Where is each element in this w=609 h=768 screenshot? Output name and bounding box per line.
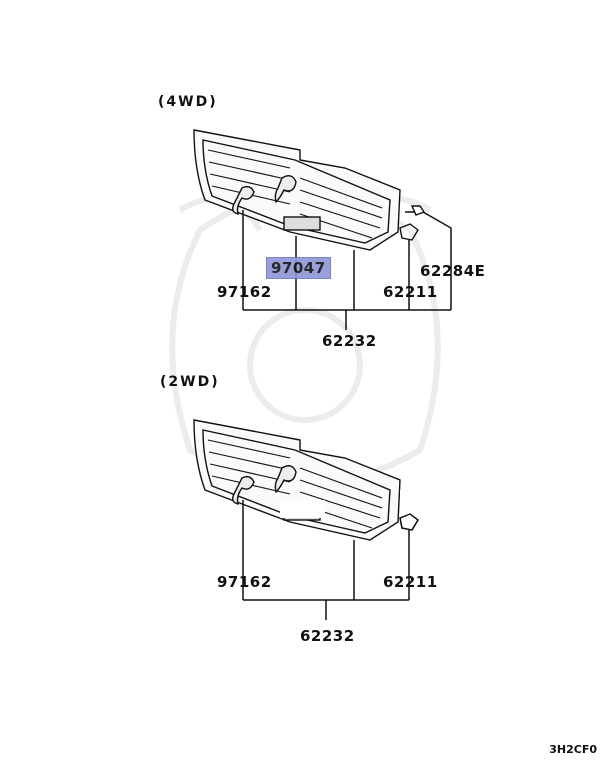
part-label-97047[interactable]: 97047	[266, 257, 331, 279]
section-title-2wd: (2WD)	[160, 374, 220, 390]
section-title-4wd: (4WD)	[158, 94, 218, 110]
part-label-62211-4wd[interactable]: 62211	[383, 283, 438, 301]
part-label-97162-4wd[interactable]: 97162	[217, 283, 272, 301]
part-label-62284e[interactable]: 62284E	[420, 262, 486, 280]
leader-lines-2wd	[242, 500, 410, 620]
grille-2wd-parts	[399, 513, 419, 531]
part-label-62232-4wd[interactable]: 62232	[322, 332, 377, 350]
grille-4wd-drawing	[193, 129, 426, 251]
part-label-62232-2wd[interactable]: 62232	[300, 627, 355, 645]
part-label-62211-2wd[interactable]: 62211	[383, 573, 438, 591]
part-label-97162-2wd[interactable]: 97162	[217, 573, 272, 591]
diagram-code: 3H2CF0	[549, 743, 597, 756]
